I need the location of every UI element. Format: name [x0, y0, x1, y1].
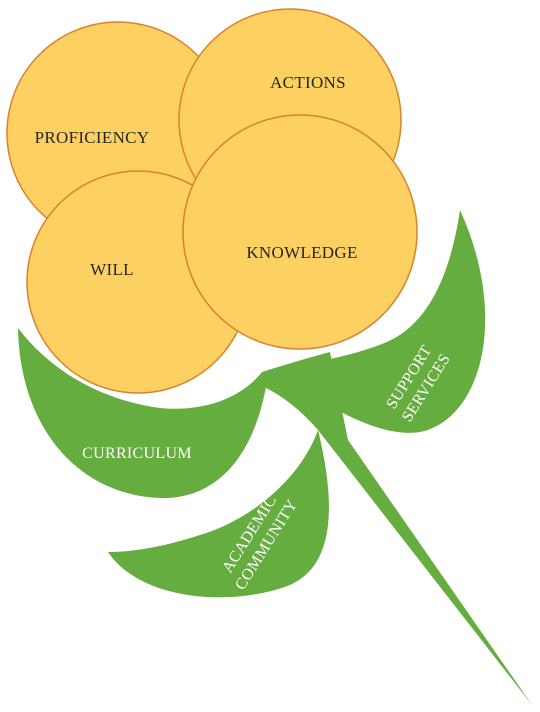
leaf-curriculum [18, 328, 268, 499]
leaf-support-services [262, 210, 486, 433]
stem [262, 352, 532, 705]
label-will: WILL [90, 260, 134, 279]
petal-knowledge [182, 114, 418, 350]
leaf-academic-community [108, 430, 329, 598]
label-proficiency: PROFICIENCY [35, 128, 150, 147]
label-curriculum: CURRICULUM [82, 445, 192, 462]
label-knowledge: KNOWLEDGE [246, 243, 357, 262]
label-actions: ACTIONS [270, 73, 346, 92]
